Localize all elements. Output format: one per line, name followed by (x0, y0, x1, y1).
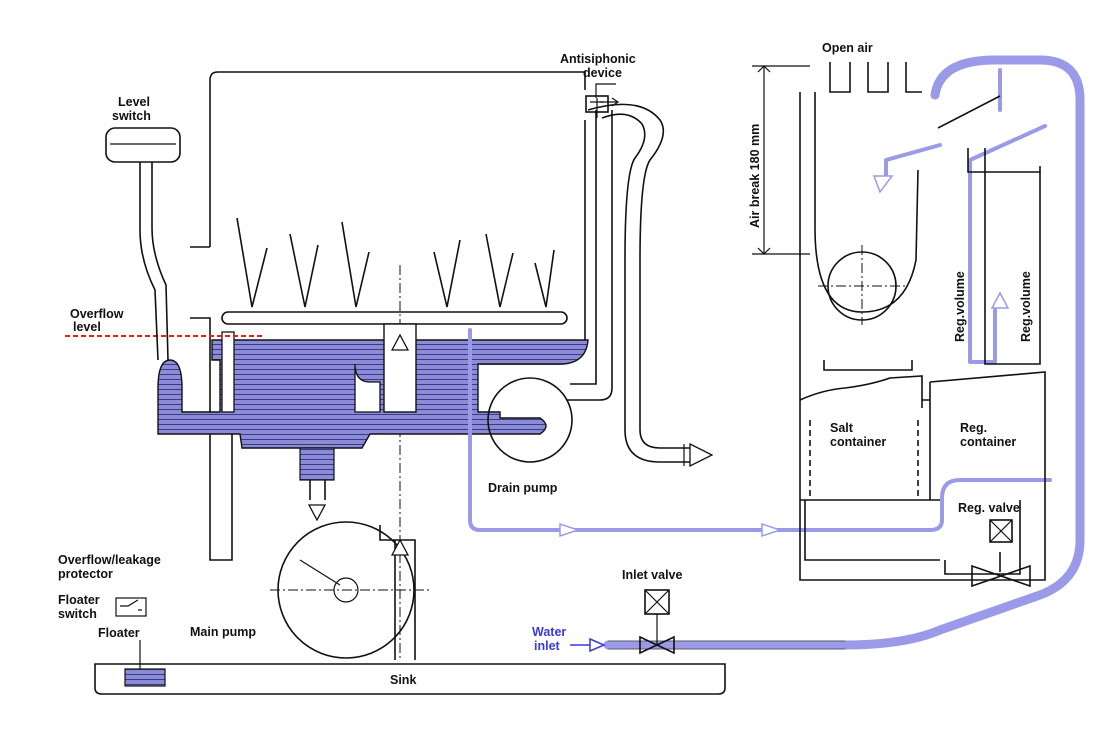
level-switch (105, 127, 181, 361)
label-leak-protector-1: Overflow/leakage (58, 553, 161, 567)
drain-arrow-icon (689, 442, 714, 468)
reg-valve-icon (971, 519, 1031, 588)
floater-block (124, 668, 166, 687)
antisiphonic-device (585, 83, 620, 118)
inlet-valve-icon (639, 589, 675, 655)
labels: Open air Antisiphonic device Level switc… (58, 41, 1033, 687)
label-air-break: Air break 180 mm (748, 124, 762, 228)
filter-outlet (299, 447, 335, 481)
pump-in-arrow (307, 504, 327, 522)
sump-water (157, 323, 589, 481)
floater-switch-icon (115, 597, 147, 617)
sink (94, 640, 726, 695)
label-open-air: Open air (822, 41, 873, 55)
label-antisiphonic-2: device (583, 66, 622, 80)
label-floater-switch-1: Floater (58, 593, 100, 607)
label-antisiphonic-1: Antisiphonic (560, 52, 636, 66)
label-drain-pump: Drain pump (488, 481, 558, 495)
label-level-switch-2: switch (112, 109, 151, 123)
label-reg-container-1: Reg. (960, 421, 987, 435)
dish-racks (236, 217, 555, 308)
label-reg-valve: Reg. valve (958, 501, 1020, 515)
pipe-arrows (559, 175, 1010, 538)
label-salt-1: Salt (830, 421, 854, 435)
label-reg-volume-a: Reg.volume (953, 271, 967, 342)
label-reg-container-2: container (960, 435, 1016, 449)
water-pipes (468, 55, 1085, 650)
label-floater-switch-2: switch (58, 607, 97, 621)
drain-pump (487, 103, 714, 468)
label-inlet-valve: Inlet valve (622, 568, 682, 582)
label-overflow-2: level (73, 320, 101, 334)
regeneration-unit (752, 62, 1046, 581)
level-switch-icon (105, 127, 181, 163)
label-sink: Sink (390, 673, 416, 687)
label-floater: Floater (98, 626, 140, 640)
overflow-tube (221, 331, 235, 413)
label-overflow-1: Overflow (70, 307, 124, 321)
label-water-inlet-2: inlet (534, 639, 561, 653)
label-salt-2: container (830, 435, 886, 449)
label-level-switch-1: Level (118, 95, 150, 109)
water-inlet-arrow (570, 637, 606, 653)
label-leak-protector-2: protector (58, 567, 113, 581)
main-pump (270, 480, 430, 660)
label-main-pump: Main pump (190, 625, 256, 639)
pump-out-arrow (390, 538, 410, 556)
spray-arm (221, 311, 568, 325)
label-water-inlet-1: Water (532, 625, 566, 639)
flow-up-arrow (390, 333, 410, 351)
label-reg-volume-b: Reg.volume (1019, 271, 1033, 342)
